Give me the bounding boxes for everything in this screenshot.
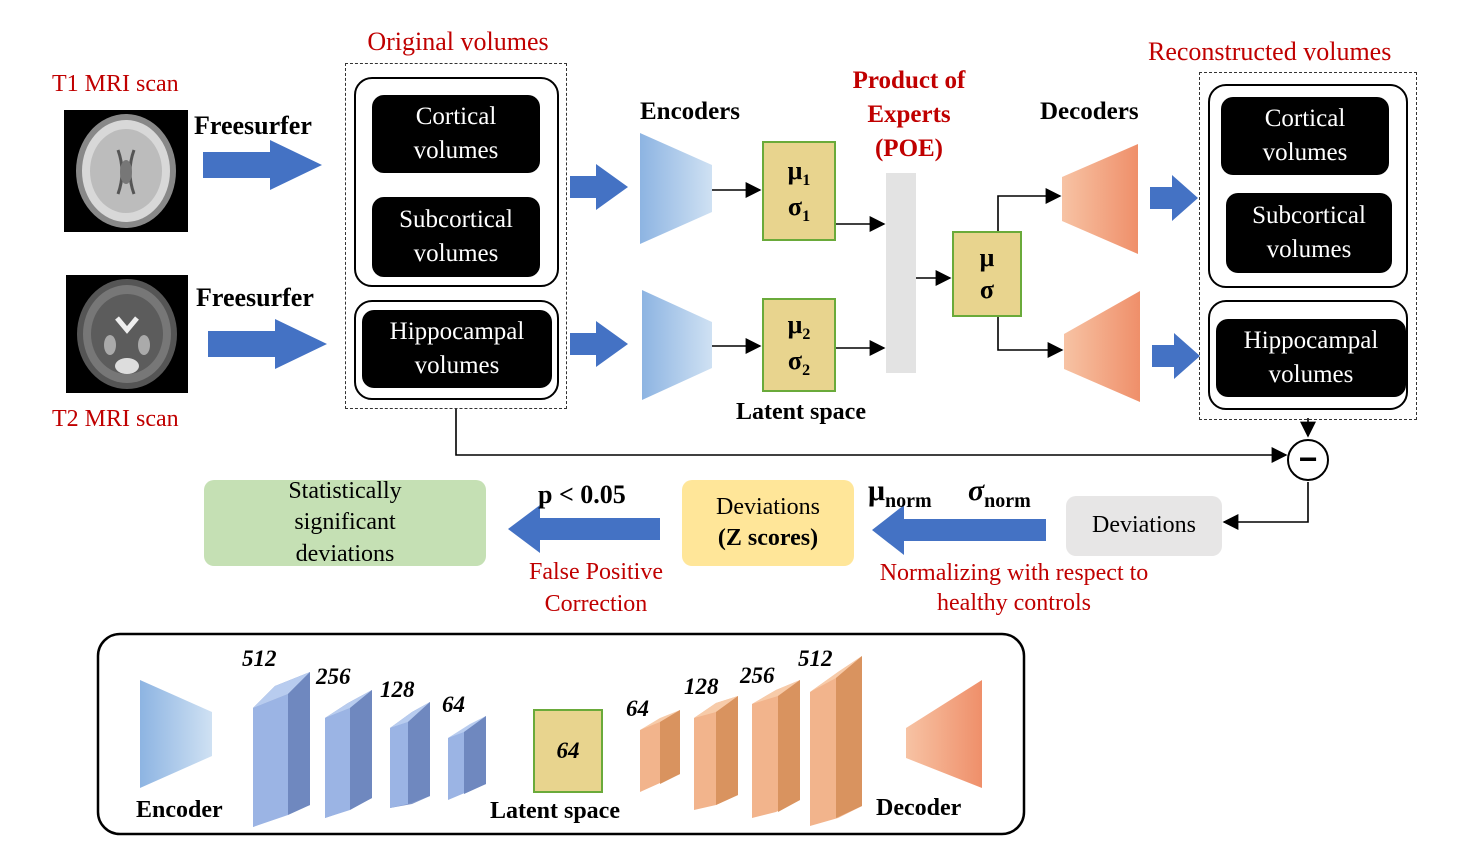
- deviations-box: Deviations: [1066, 496, 1222, 556]
- encoder-layer-256-label: 256: [316, 664, 351, 689]
- to-encoder-arrow-1: [570, 164, 628, 210]
- p-value-label: p < 0.05: [538, 480, 626, 509]
- normalizing-note: Normalizing with respect to healthy cont…: [879, 560, 1149, 616]
- from-decoder-arrow-1: [1150, 175, 1198, 221]
- decoder-layer-512: [810, 656, 862, 826]
- minus-symbol: −: [1298, 441, 1318, 477]
- from-decoder-arrow-2: [1152, 333, 1200, 379]
- encoder-layer-512: [253, 672, 310, 827]
- z-scores-box: Deviations (Z scores): [682, 480, 854, 566]
- decoder-layer-64-label: 64: [626, 696, 649, 721]
- poe-label: Product of Experts (POE): [852, 67, 966, 162]
- decoder-shape-2: [1064, 291, 1140, 402]
- freesurfer-label-2: Freesurfer: [196, 283, 314, 312]
- encoders-label: Encoders: [640, 98, 740, 125]
- original-cortical-subcortical-group: [354, 77, 559, 287]
- arch-latent-box: 64: [533, 709, 603, 793]
- encoder-layer-64-label: 64: [442, 692, 465, 717]
- freesurfer-label-1: Freesurfer: [194, 111, 312, 140]
- sigma-norm-label: σnorm: [968, 474, 1031, 512]
- significant-deviations-box: Statistically significant deviations: [204, 478, 486, 567]
- poe-bar: [886, 173, 916, 373]
- original-volumes-title: Original volumes: [367, 27, 549, 56]
- reconstructed-cortical-subcortical-group: [1208, 84, 1408, 288]
- reconstructed-subcortical-volumes: Subcortical volumes: [1226, 193, 1392, 273]
- reconstructed-hippocampal-volumes: Hippocampal volumes: [1216, 319, 1406, 397]
- decoders-label: Decoders: [1040, 98, 1139, 125]
- freesurfer-arrow-2: [208, 319, 327, 369]
- decoder-layer-256: [752, 680, 800, 818]
- arch-latent-label: Latent space: [490, 798, 620, 824]
- correction-arrow: [508, 505, 660, 553]
- t1-mri-image: [64, 110, 188, 232]
- encoder-layer-64: [448, 716, 486, 800]
- latent-space-label: Latent space: [736, 399, 866, 425]
- decoder-layer-128: [694, 696, 738, 810]
- original-cortical-volumes: Cortical volumes: [372, 95, 540, 173]
- decoder-layer-256-label: 256: [740, 663, 775, 688]
- decoder-layer-128-label: 128: [684, 674, 719, 699]
- encoder-layer-256: [325, 690, 372, 818]
- t2-mri-label: T2 MRI scan: [52, 406, 179, 432]
- subtract-circle: [1287, 439, 1329, 481]
- decoder-shape-1: [1062, 144, 1138, 254]
- false-positive-correction-note: False Positive Correction: [528, 559, 663, 617]
- original-subcortical-volumes: Subcortical volumes: [372, 197, 540, 277]
- original-hippocampal-volumes: Hippocampal volumes: [362, 310, 552, 388]
- normalize-arrow: [872, 505, 1046, 555]
- reconstructed-volumes-title: Reconstructed volumes: [1148, 37, 1392, 66]
- decoder-layer-64: [640, 710, 680, 792]
- latent-mu-sigma-combined: μ σ: [952, 231, 1022, 317]
- latent-mu1-sigma1: μ1 σ1: [762, 141, 836, 241]
- t2-mri-image: [66, 275, 188, 393]
- t1-mri-label: T1 MRI scan: [52, 71, 179, 97]
- arch-encoder-label: Encoder: [136, 797, 223, 823]
- original-hippocampal-group: [354, 300, 559, 400]
- arch-decoder-label: Decoder: [876, 795, 962, 821]
- mu-norm-label: μnorm: [868, 474, 932, 512]
- to-encoder-arrow-2: [570, 321, 628, 367]
- latent-mu2-sigma2: μ2 σ2: [762, 298, 836, 392]
- reconstructed-volumes-frame: [1199, 72, 1417, 420]
- encoder-layer-512-label: 512: [242, 646, 277, 671]
- encoder-shape-1: [640, 133, 712, 244]
- arch-decoder-shape: [906, 680, 982, 788]
- freesurfer-arrow-1: [203, 140, 322, 190]
- reconstructed-hippocampal-group: [1208, 300, 1408, 410]
- encoder-shape-2: [642, 290, 712, 400]
- encoder-layer-128-label: 128: [380, 677, 415, 702]
- encoder-layer-128: [390, 702, 430, 808]
- arch-encoder-shape: [140, 680, 212, 788]
- reconstructed-cortical-volumes: Cortical volumes: [1221, 97, 1389, 175]
- original-volumes-frame: [345, 63, 567, 409]
- decoder-layer-512-label: 512: [798, 646, 833, 671]
